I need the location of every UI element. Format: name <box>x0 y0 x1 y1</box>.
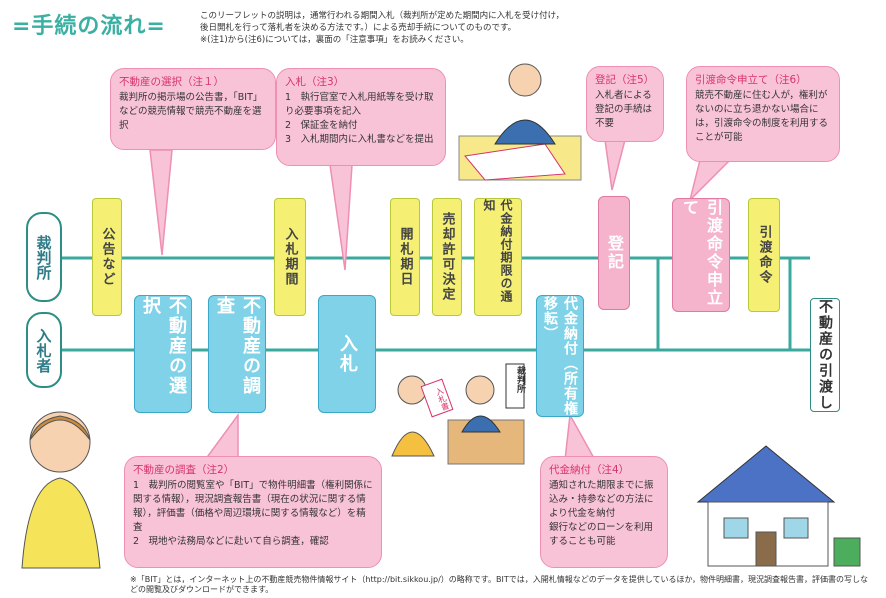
bubble-bid-line-1: 1 執行官室で入札用紙等を受け取り必要事項を記入 <box>285 92 434 117</box>
tail-bid <box>329 164 353 271</box>
court-sign-label: 裁判所 <box>515 366 525 393</box>
woman-body <box>21 477 101 569</box>
bid-sheet <box>420 378 454 418</box>
tail-register <box>604 139 626 191</box>
bubble-bid-line-2: 2 保証金を納付 <box>285 120 358 131</box>
bubble-payment-line-1: 通知された期限までに振込み・持参などの方法により代金を納付 <box>549 480 654 519</box>
footnote: ※「BIT」とは，インターネット上の不動産競売物件情報サイト（http://bi… <box>130 575 869 594</box>
house-roof <box>696 445 836 503</box>
bubble-select-text: 裁判所の掲示場の公告書，「BIT」などの競売情報で競売不動産を選択 <box>119 92 263 131</box>
bubble-order-title: 引渡命令申立て（注6） <box>695 74 807 86</box>
house-illustration <box>696 445 861 567</box>
lane-bidder: 入札者 <box>26 312 62 388</box>
bubble-survey-line-2: 2 現地や法務局などに赴いて自ら調査，確認 <box>133 536 329 547</box>
step-registration: 登記 <box>598 196 630 310</box>
woman-head <box>29 411 91 473</box>
bidder-head <box>397 375 427 405</box>
bubble-payment: 代金納付（注4） 通知された期限までに振込み・持参などの方法により代金を納付 銀… <box>540 456 668 568</box>
bubble-select: 不動産の選択（注１） 裁判所の掲示場の公告書，「BIT」などの競売情報で競売不動… <box>110 68 276 150</box>
tail-order <box>688 159 732 203</box>
bubble-register-title: 登記（注5） <box>595 74 655 86</box>
bubble-payment-title: 代金納付（注4） <box>549 464 630 476</box>
step-order-petition: 引渡命令申立て <box>672 198 730 312</box>
house-window-left <box>723 517 749 539</box>
bubble-payment-line-2: 銀行などのローンを利用することも可能 <box>549 522 654 547</box>
house-shrub <box>833 537 861 567</box>
bubble-order: 引渡命令申立て（注6） 競売不動産に住む人が，権利がないのに立ち退かない場合には… <box>686 66 840 162</box>
intro-line-2: 後日開札を行って落札者を決める方法です。）による売却手続についてのものです。 <box>200 23 517 33</box>
woman-hair <box>29 415 91 441</box>
bubble-register-text: 入札者による登記の手続は不要 <box>595 90 653 129</box>
counter-illustration <box>391 363 525 465</box>
bubble-select-title: 不動産の選択（注１） <box>119 76 224 88</box>
bubble-survey-title: 不動産の調査（注2） <box>133 464 235 476</box>
step-sale-permission: 売却許可決定 <box>432 198 462 316</box>
bubble-survey-line-1: 1 裁判所の閲覧室や「BIT」で物件明細書（権利関係に関する情報），現況調査報告… <box>133 480 373 533</box>
tail-survey <box>203 412 239 461</box>
official-head <box>508 63 542 97</box>
tail-payment <box>564 412 597 461</box>
bubble-register: 登記（注5） 入札者による登記の手続は不要 <box>586 66 664 142</box>
page-title: =手続の流れ= <box>12 14 166 39</box>
bidder-body <box>391 431 435 457</box>
intro-line-3: ※(注1)から(注6)については，裏面の「注意事項」をお読みください。 <box>200 35 469 45</box>
step-handover: 不動産の引渡し <box>810 298 840 412</box>
intro-line-1: このリーフレットの説明は，通常行われる期間入札（裁判所が定めた期間内に入札を受け… <box>200 11 565 21</box>
house-door <box>755 531 777 567</box>
step-payment-deadline-notice: 代金納付期限の通知 <box>474 198 522 316</box>
step-bid: 入札 <box>318 295 376 413</box>
step-announcement: 公告など <box>92 198 122 316</box>
step-survey-property: 不動産の調査 <box>208 295 266 413</box>
document-shape <box>464 143 566 181</box>
lane-court: 裁判所 <box>26 212 62 302</box>
intro-text: このリーフレットの説明は，通常行われる期間入札（裁判所が定めた期間内に入札を受け… <box>200 10 620 46</box>
step-handover-order: 引渡命令 <box>748 198 780 312</box>
bubble-survey: 不動産の調査（注2） 1 裁判所の閲覧室や「BIT」で物件明細書（権利関係に関す… <box>124 456 382 568</box>
bubble-bid: 入札（注3） 1 執行官室で入札用紙等を受け取り必要事項を記入 2 保証金を納付… <box>276 68 446 166</box>
clerk-head <box>465 375 495 405</box>
step-payment: 代金納付（所有権移転） <box>536 295 584 417</box>
court-sign <box>505 363 525 409</box>
bubble-bid-line-3: 3 入札期間内に入札書などを提出 <box>285 134 434 145</box>
step-opening-date: 開札期日 <box>390 198 420 316</box>
step-bid-period: 入札期間 <box>274 198 306 316</box>
house-window-right <box>783 517 809 539</box>
official-illustration <box>458 63 582 181</box>
tail-select <box>149 149 173 256</box>
bubble-bid-title: 入札（注3） <box>285 76 345 88</box>
bubble-order-text: 競売不動産に住む人が，権利がないのに立ち退かない場合には，引渡命令の制度を利用す… <box>695 90 829 143</box>
official-body <box>494 119 556 145</box>
clerk-body <box>461 415 501 433</box>
step-select-property: 不動産の選択 <box>134 295 192 413</box>
woman-illustration <box>21 411 101 569</box>
